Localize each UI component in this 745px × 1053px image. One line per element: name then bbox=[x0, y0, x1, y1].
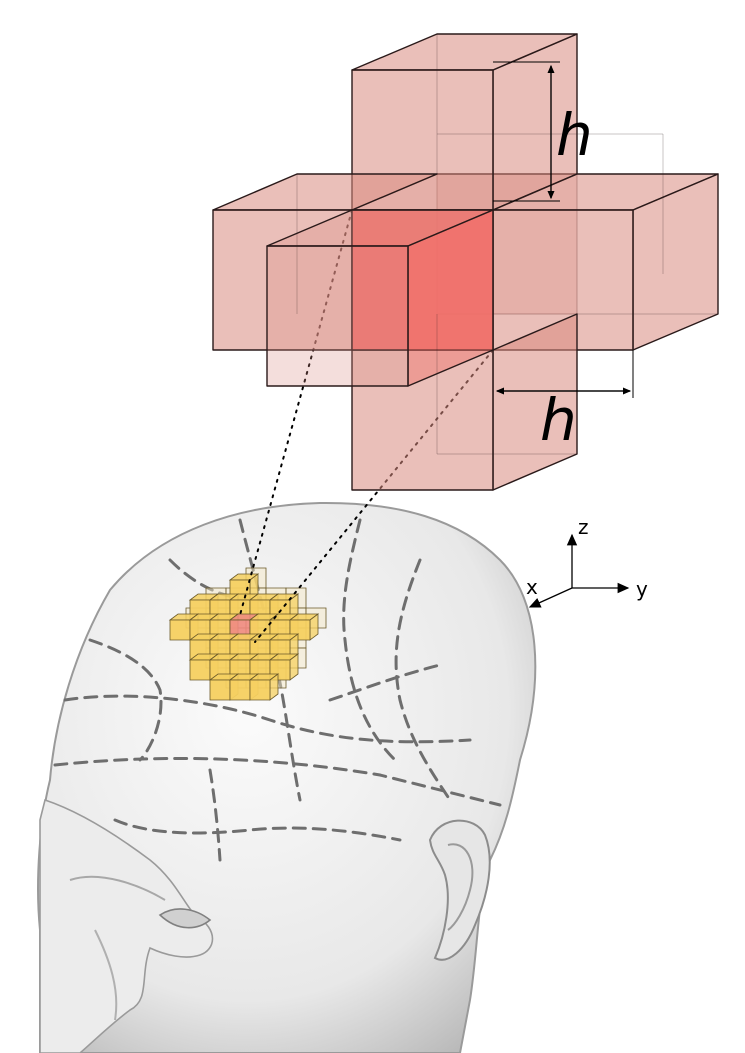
voxel-face bbox=[209, 679, 231, 701]
cross-stencil-icon bbox=[212, 33, 719, 491]
eye bbox=[158, 908, 212, 929]
voxel-face bbox=[229, 679, 251, 701]
dimension-horizontal: h bbox=[495, 350, 634, 454]
axis-label-x: x bbox=[526, 575, 538, 599]
projection-line-right bbox=[254, 349, 494, 643]
dimension-vertical: h bbox=[493, 61, 593, 202]
x-axis-arrow bbox=[528, 587, 573, 608]
projection-line-left bbox=[239, 209, 353, 616]
head-illustration bbox=[37, 501, 537, 1053]
cube-right bbox=[492, 173, 719, 351]
ear bbox=[428, 819, 491, 961]
face-profile bbox=[39, 798, 214, 1053]
voxel-face bbox=[249, 679, 271, 701]
voxel-face bbox=[189, 659, 211, 681]
axis-label-y: y bbox=[636, 577, 648, 601]
axis-label-z: z bbox=[578, 515, 589, 539]
cube-bottom bbox=[351, 313, 578, 491]
dimension-label-horizontal: h bbox=[540, 386, 577, 454]
voxel-grid bbox=[168, 567, 327, 701]
voxel-face bbox=[169, 619, 191, 641]
cube-front bbox=[266, 209, 494, 387]
cube-top bbox=[351, 33, 578, 211]
axes-triad-icon bbox=[528, 533, 630, 608]
dimension-label-vertical: h bbox=[556, 101, 593, 169]
projection-lines bbox=[239, 209, 494, 643]
